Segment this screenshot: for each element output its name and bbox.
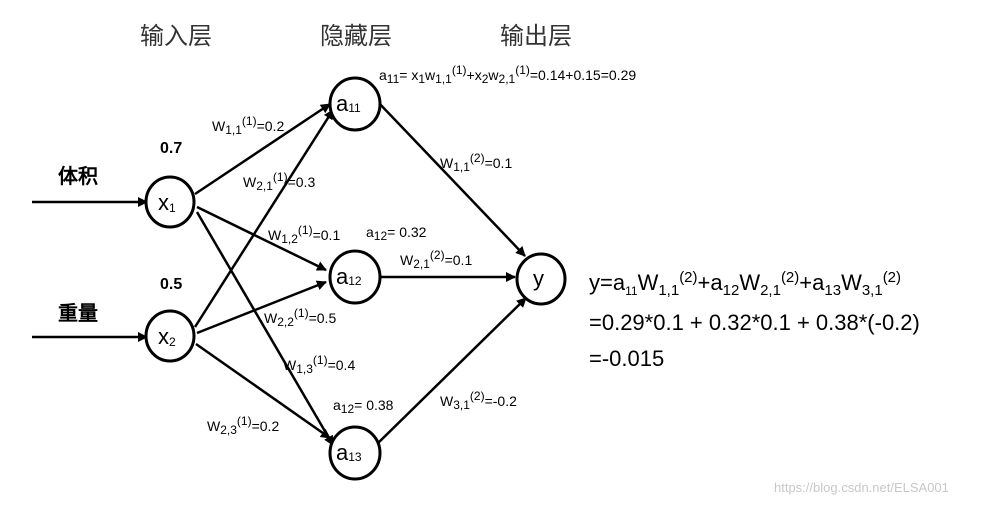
input-layer-title: 输入层	[140, 22, 212, 50]
node-a11: a11	[328, 76, 382, 132]
a13-value: a12= 0.38	[333, 397, 394, 416]
weight-w31-2: W3,1(2)=-0.2	[440, 389, 517, 412]
output-equation-line3: =-0.015	[589, 346, 664, 371]
input-label-weight: 重量	[58, 301, 98, 325]
svg-text:x2: x2	[158, 324, 176, 349]
svg-text:a11: a11	[336, 91, 361, 116]
svg-text:a12: a12	[336, 264, 362, 289]
weight-w22-1: W2,2(1)=0.5	[264, 306, 336, 329]
node-a13: a13	[328, 425, 382, 481]
input-value-2: 0.5	[160, 276, 182, 293]
weight-w11-1: W1,1(1)=0.2	[212, 114, 284, 137]
output-layer-title: 输出层	[500, 22, 572, 50]
svg-text:x1: x1	[158, 190, 176, 215]
output-equation-line2: =0.29*0.1 + 0.32*0.1 + 0.38*(-0.2)	[589, 310, 920, 335]
edge-x2-a13	[195, 342, 331, 440]
svg-text:y: y	[533, 266, 544, 291]
weight-w13-1: W1,3(1)=0.4	[283, 353, 355, 376]
output-equation-line1: y=a11W1,1(2)+a12W2,1(2)+a13W3,1(2)	[589, 269, 901, 299]
node-a12: a12	[328, 249, 382, 305]
node-y: y	[515, 252, 567, 306]
weight-w21-2: W2,1(2)=0.1	[400, 248, 472, 271]
weight-w21-1: W2,1(1)=0.3	[243, 170, 315, 193]
edge-x1-a11	[194, 102, 331, 196]
edge-x1-a12	[196, 205, 327, 272]
weight-w23-1: W2,3(1)=0.2	[207, 414, 279, 437]
input-label-volume: 体积	[58, 164, 98, 188]
a12-value: a12= 0.32	[366, 224, 427, 243]
edge-x1-a13	[195, 211, 335, 446]
edge-x2-a11	[193, 109, 335, 328]
node-x2: x2	[144, 309, 196, 363]
edge-a13-y	[375, 297, 527, 446]
svg-text:a13: a13	[336, 440, 362, 465]
hidden-layer-title: 隐藏层	[320, 22, 392, 50]
a11-formula: a11= x1w1,1(1)+x2w2,1(1)=0.14+0.15=0.29	[379, 63, 636, 86]
node-x1: x1	[144, 175, 196, 229]
edge-x2-a12	[196, 280, 327, 335]
edge-a11-y	[377, 101, 526, 257]
weight-w12-1: W1,2(1)=0.1	[268, 223, 340, 246]
watermark-text: https://blog.csdn.net/ELSA001	[774, 480, 949, 495]
weight-w11-2: W1,1(2)=0.1	[440, 151, 512, 174]
input-value-1: 0.7	[160, 140, 182, 157]
